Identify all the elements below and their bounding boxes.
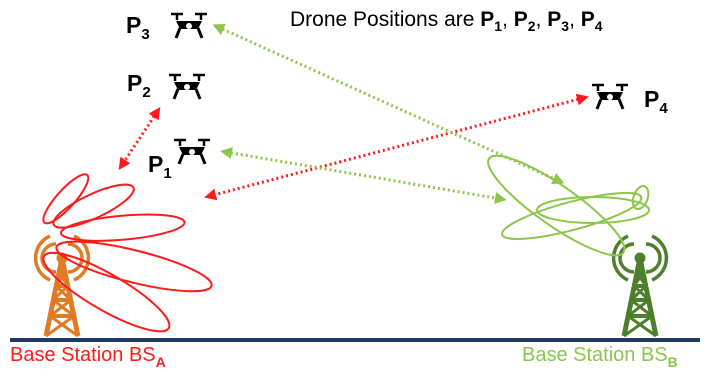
title-sep: , [502, 8, 508, 31]
diagram-title: Drone Positions are P1, P2, P3, P4 [290, 8, 603, 34]
links-green [212, 24, 565, 204]
drone-p4-label: P4 [644, 86, 668, 117]
tower-a-icon [36, 236, 89, 336]
drone-p2-label: P2 [127, 70, 151, 101]
drone-p1-icon [172, 138, 212, 166]
base-station-b-label: Base Station BSB [522, 344, 678, 370]
title-item-p2: P2 [513, 8, 536, 34]
tower-b-icon [614, 236, 667, 336]
drone-p3-label: P3 [126, 12, 150, 43]
title-item-p4: P4 [580, 8, 603, 34]
beam-pattern-a [42, 173, 213, 333]
title-item-p3: P3 [547, 8, 570, 34]
title-sep: , [535, 8, 542, 31]
title-item-p1: P1 [480, 8, 503, 34]
title-text: Drone Positions are [290, 8, 475, 31]
drone-p1-label: P1 [148, 151, 172, 182]
drone-p3-icon [169, 12, 209, 40]
drone-p4-icon [590, 83, 630, 111]
beam-pattern-b [487, 154, 650, 257]
title-sep: , [569, 8, 575, 31]
base-station-a-label: Base Station BSA [10, 344, 166, 370]
drone-p2-icon [167, 73, 207, 101]
